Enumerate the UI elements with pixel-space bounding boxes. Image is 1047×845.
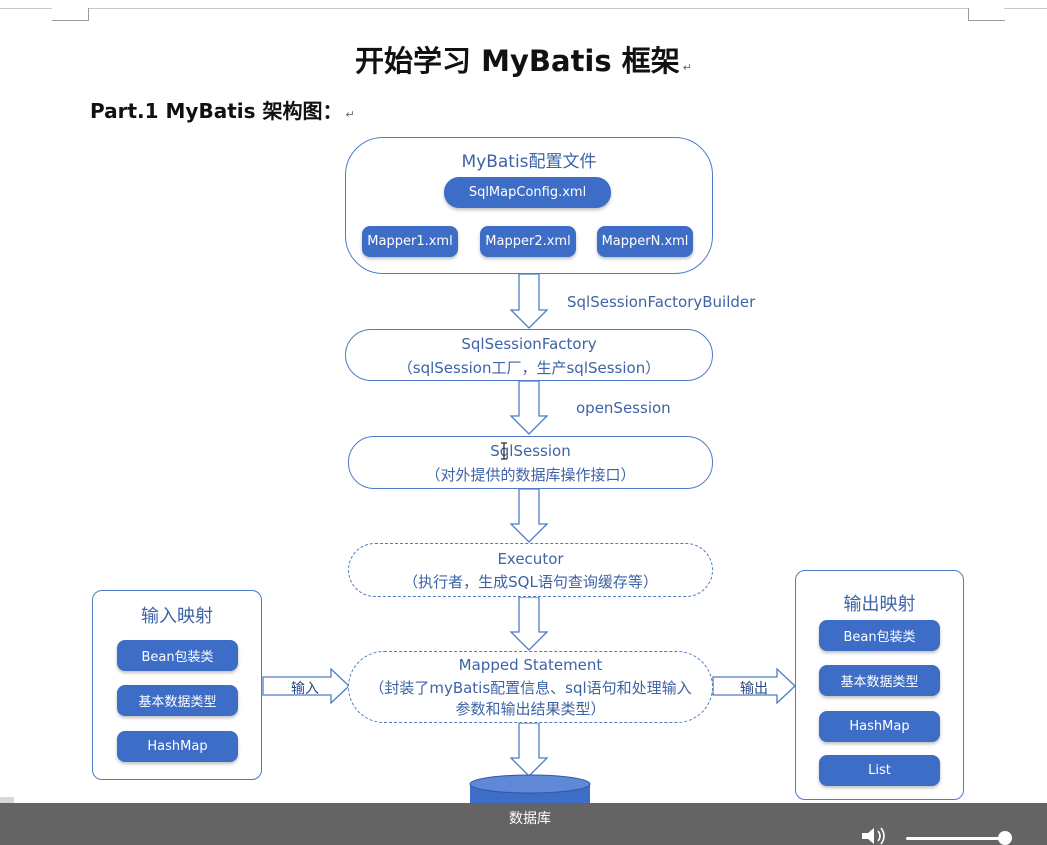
section-heading[interactable]: Part.1 MyBatis 架构图： <box>90 99 343 123</box>
down-arrow-icon <box>509 596 549 651</box>
sqlsessionfactory-box: SqlSessionFactory （sqlSession工厂，生产sqlSes… <box>345 329 713 381</box>
output-hashmap-node: HashMap <box>819 711 940 742</box>
input-hashmap-node: HashMap <box>117 731 238 762</box>
paragraph-mark-icon: ↵ <box>345 108 355 121</box>
video-control-bar <box>0 803 1047 845</box>
right-arrow-icon <box>712 667 796 705</box>
config-files-title: MyBatis配置文件 <box>461 152 597 172</box>
control-bar-graphics <box>862 827 885 845</box>
sqlsession-desc: （对外提供的数据库操作接口） <box>425 466 636 484</box>
input-basic-type-node: 基本数据类型 <box>117 685 238 716</box>
volume-slider[interactable] <box>906 837 1006 840</box>
executor-box: Executor （执行者，生成SQL语句查询缓存等） <box>348 543 713 597</box>
margin-corner-mark-right <box>968 8 1005 21</box>
output-mapping-title: 输出映射 <box>843 594 916 615</box>
margin-corner-mark-left <box>52 8 89 21</box>
mappern-node: MapperN.xml <box>597 226 693 257</box>
sqlsessionfactory-title: SqlSessionFactory <box>461 335 597 353</box>
scrollbar-stub <box>0 797 14 805</box>
output-list-node: List <box>819 755 940 786</box>
output-arrow-label: 输出 <box>740 681 768 697</box>
executor-desc: （执行者，生成SQL语句查询缓存等） <box>403 573 658 591</box>
database-label: 数据库 <box>509 811 551 827</box>
sqlmapconfig-node: SqlMapConfig.xml <box>444 177 611 208</box>
down-arrow-icon <box>509 380 549 435</box>
input-arrow-label: 输入 <box>291 681 319 697</box>
mapper1-node: Mapper1.xml <box>362 226 458 257</box>
page-top-border-left <box>0 0 52 9</box>
output-bean-node: Bean包装类 <box>819 620 940 651</box>
mapper2-node: Mapper2.xml <box>480 226 576 257</box>
volume-icon <box>862 827 885 845</box>
sqlsession-title: SqlSession <box>490 442 571 460</box>
input-bean-node: Bean包装类 <box>117 640 238 671</box>
sqlsession-box: SqlSession （对外提供的数据库操作接口） <box>348 436 713 489</box>
input-mapping-title: 输入映射 <box>141 606 213 627</box>
page-top-border <box>89 0 968 9</box>
mapped-statement-box: Mapped Statement （封装了myBatis配置信息、sql语句和处… <box>348 651 713 723</box>
mapped-statement-title: Mapped Statement <box>458 656 603 674</box>
sqlsessionfactory-desc: （sqlSession工厂，生产sqlSession） <box>397 359 661 377</box>
volume-slider-handle[interactable] <box>998 831 1012 845</box>
mapped-statement-desc: （封装了myBatis配置信息、sql语句和处理输入 <box>369 679 692 697</box>
section-heading-line[interactable]: Part.1 MyBatis 架构图：↵ <box>90 95 355 124</box>
document-title-line[interactable]: 开始学习 MyBatis 框架↵ <box>0 38 1047 80</box>
mapped-statement-desc-2: 参数和输出结果类型） <box>455 700 606 718</box>
down-arrow-icon <box>509 722 549 777</box>
down-arrow-icon <box>509 488 549 543</box>
output-basic-type-node: 基本数据类型 <box>819 665 940 696</box>
executor-title: Executor <box>497 550 564 568</box>
down-arrow-icon <box>509 273 549 329</box>
document-title[interactable]: 开始学习 MyBatis 框架 <box>355 44 680 78</box>
factory-builder-label: SqlSessionFactoryBuilder <box>567 293 756 311</box>
right-arrow-icon <box>262 667 350 705</box>
open-session-label: openSession <box>576 399 671 417</box>
paragraph-mark-icon: ↵ <box>682 61 692 74</box>
page-top-border-right <box>1004 0 1047 9</box>
